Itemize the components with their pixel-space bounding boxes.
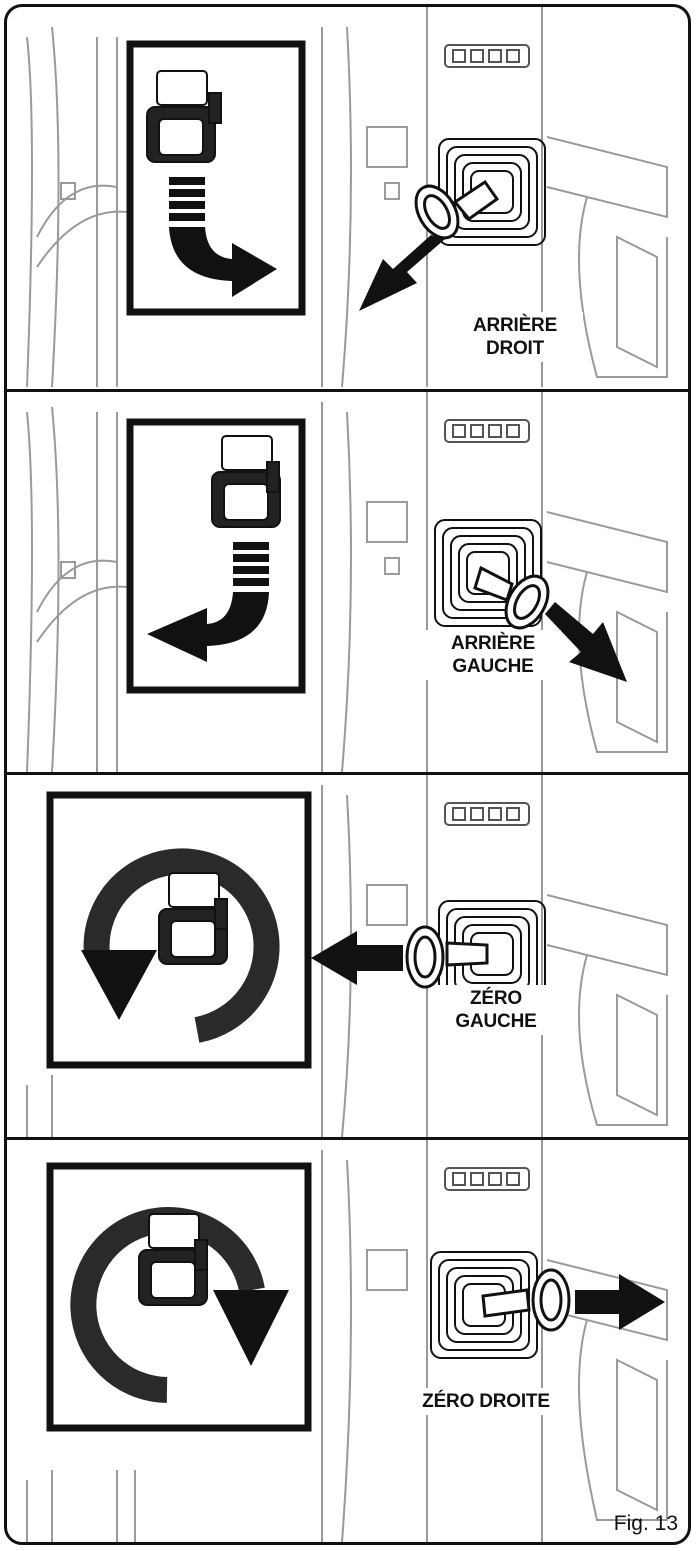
label-rear-right-line1: ARRIÈRE <box>453 314 577 337</box>
mower-icon <box>139 1214 207 1305</box>
label-rear-left: ARRIÈRE GAUCHE <box>425 630 561 680</box>
label-rear-right-line2: DROIT <box>453 337 577 360</box>
label-zero-right-line1: ZÉRO DROITE <box>411 1390 561 1413</box>
label-zero-left-line1: ZÉRO <box>441 987 551 1010</box>
panel-rear-right-illustration <box>7 7 688 389</box>
label-rear-left-line1: ARRIÈRE <box>431 632 555 655</box>
panel-zero-left-illustration <box>7 775 688 1137</box>
panel-rear-right: ARRIÈRE DROIT <box>7 7 688 389</box>
mower-icon <box>212 436 280 527</box>
panel-zero-left: ZÉRO GAUCHE <box>7 775 688 1137</box>
joystick-handle <box>483 1270 569 1330</box>
label-zero-right: ZÉRO DROITE <box>405 1388 567 1415</box>
panel-zero-right-illustration <box>7 1140 688 1542</box>
direction-arrow <box>311 931 403 985</box>
panel-zero-right: ZÉRO DROITE <box>7 1140 688 1542</box>
mower-icon <box>159 873 227 964</box>
label-zero-left-line2: GAUCHE <box>441 1010 551 1033</box>
label-rear-left-line2: GAUCHE <box>431 655 555 678</box>
label-zero-left: ZÉRO GAUCHE <box>435 985 557 1035</box>
label-rear-right: ARRIÈRE DROIT <box>447 312 583 362</box>
panel-rear-left: ARRIÈRE GAUCHE <box>7 392 688 772</box>
figure-frame: ARRIÈRE DROIT <box>4 4 691 1545</box>
direction-arrow <box>575 1274 665 1330</box>
direction-arrow <box>359 235 445 311</box>
panel-rear-left-illustration <box>7 392 688 772</box>
figure-label: Fig. 13 <box>614 1512 678 1536</box>
